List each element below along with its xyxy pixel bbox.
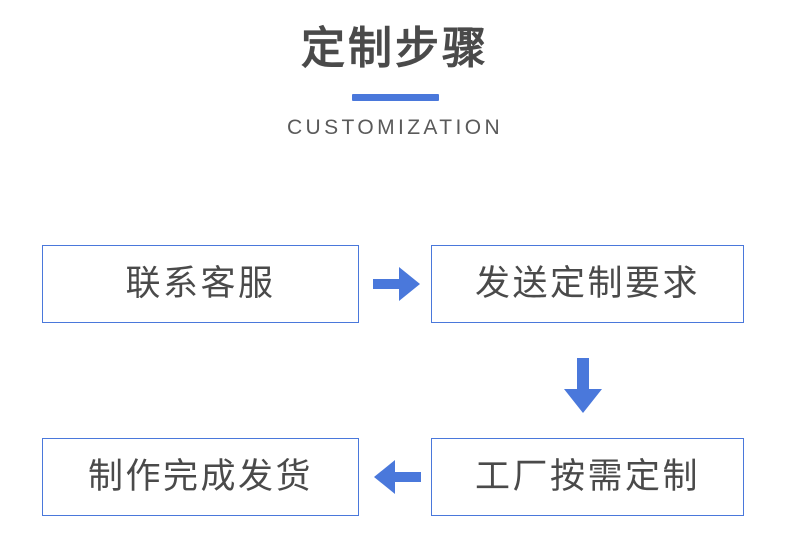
step-box-contact-support[interactable]: 联系客服 — [42, 245, 359, 323]
step-box-production-complete-shipping[interactable]: 制作完成发货 — [42, 438, 359, 516]
arrow-left-icon — [373, 455, 421, 499]
arrow-down-icon — [561, 358, 605, 414]
step-box-factory-custom-production[interactable]: 工厂按需定制 — [431, 438, 744, 516]
arrow-right-icon — [373, 262, 421, 306]
step-label: 制作完成发货 — [87, 457, 313, 496]
step-label: 工厂按需定制 — [474, 457, 700, 496]
step-label: 发送定制要求 — [474, 264, 700, 303]
page-title: 定制步骤 — [301, 24, 489, 73]
step-box-send-requirements[interactable]: 发送定制要求 — [431, 245, 744, 323]
title-accent-bar — [351, 94, 439, 101]
page-header: 定制步骤 CUSTOMIZATION — [0, 0, 790, 141]
step-label: 联系客服 — [125, 264, 276, 303]
page-subtitle: CUSTOMIZATION — [286, 116, 504, 139]
